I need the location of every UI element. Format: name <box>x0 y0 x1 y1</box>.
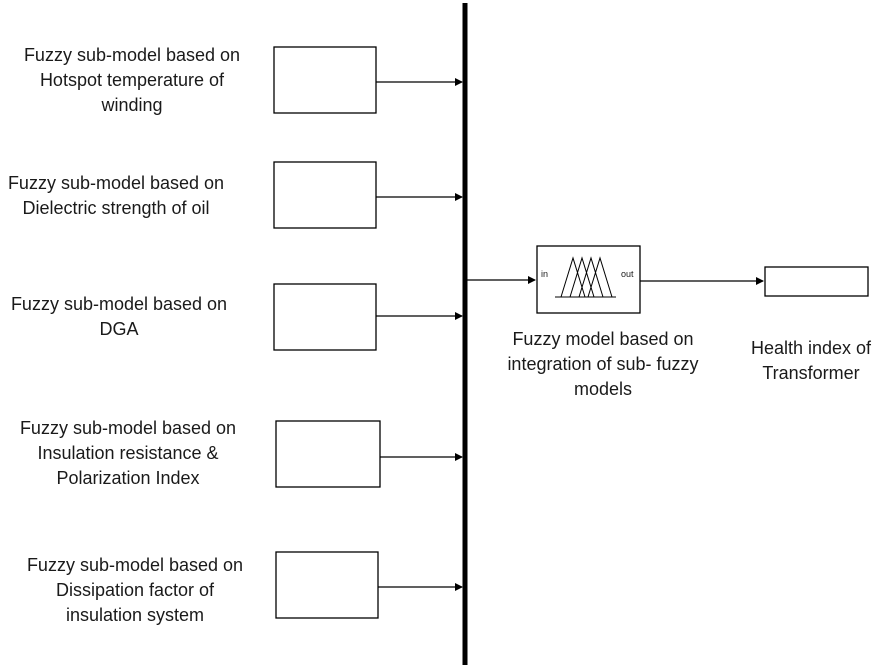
sub-model-block-dissipation <box>275 551 379 619</box>
sub-model-block-dielectric <box>273 161 377 229</box>
sub-model-label-dissipation: Fuzzy sub-model based on Dissipation fac… <box>26 555 244 625</box>
health-index-block <box>764 266 869 297</box>
sub-model-block-insulation <box>275 420 381 488</box>
fuzzy-integration-block: in out <box>536 245 641 314</box>
membership-functions-icon <box>555 256 616 298</box>
sub-model-label-dielectric: Fuzzy sub-model based on Dielectric stre… <box>7 173 225 218</box>
sub-model-label-dga: Fuzzy sub-model based on DGA <box>10 294 228 339</box>
sub-model-label-insulation: Fuzzy sub-model based on Insulation resi… <box>19 418 237 488</box>
out-port-label: out <box>621 269 634 279</box>
in-port-label: in <box>541 269 548 279</box>
sub-model-block-hotspot <box>273 46 377 114</box>
sub-model-block-dga <box>273 283 377 351</box>
health-index-label: Health index of Transformer <box>750 338 872 383</box>
sub-model-label-hotspot: Fuzzy sub-model based on Hotspot tempera… <box>23 45 241 115</box>
integration-block-label: Fuzzy model based on integration of sub-… <box>507 329 699 399</box>
